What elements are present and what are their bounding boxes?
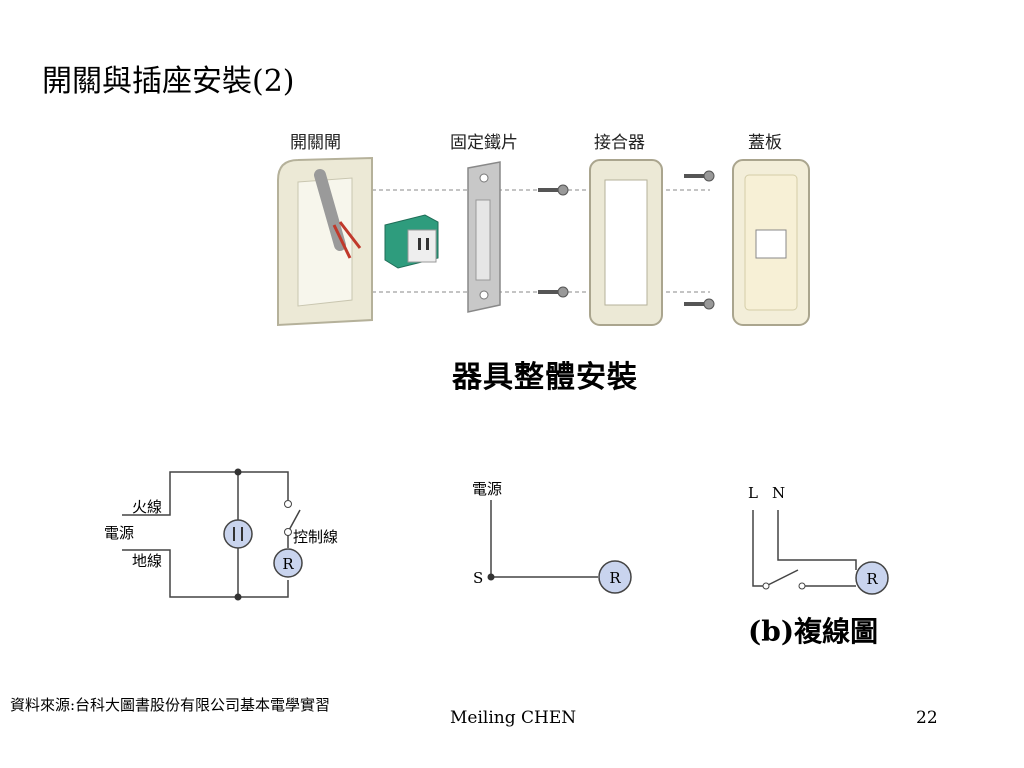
- lamp-symbol-right: [855, 561, 889, 595]
- lamp-symbol-middle: [598, 560, 632, 594]
- author-footer: Meiling CHEN: [450, 708, 577, 728]
- source-label-middle: 電源: [472, 480, 502, 498]
- lamp-label-left: R: [282, 555, 294, 573]
- outlet-module: [384, 214, 439, 269]
- lamp-label-right: R: [866, 570, 878, 588]
- outlet-symbol: [223, 519, 253, 549]
- slide-title: 開關與插座安裝(2): [42, 64, 295, 99]
- multiline-diagram-caption: (b)複線圖: [748, 615, 879, 648]
- wiring-diagram-right: L N R: [748, 484, 889, 595]
- wiring-diagram-middle: 電源 S R: [472, 480, 632, 594]
- part-label-adapter: 接合器: [594, 133, 645, 153]
- page-number: 22: [916, 708, 938, 728]
- n-label: N: [772, 484, 785, 502]
- lamp-symbol-left: [273, 548, 303, 578]
- part-label-mounting-plate: 固定鐵片: [450, 133, 518, 153]
- hot-wire-label: 火線: [132, 498, 162, 516]
- ground-wire-label: 地線: [132, 552, 162, 570]
- part-label-cover-plate: 蓋板: [748, 133, 782, 153]
- switch-box: [277, 156, 373, 327]
- assembly-caption: 器具整體安裝: [452, 360, 638, 395]
- l-label: L: [748, 484, 758, 502]
- source-credit: 資料來源:台科大圖書股份有限公司基本電學實習: [10, 696, 331, 714]
- screws: [538, 170, 715, 310]
- switch-label-middle: S: [473, 569, 483, 587]
- lamp-label-middle: R: [609, 569, 621, 587]
- control-wire-label: 控制線: [293, 528, 338, 546]
- source-label-left: 電源: [104, 524, 134, 542]
- part-label-switch-box: 開關閘: [290, 133, 341, 153]
- adapter-frame: [589, 159, 663, 326]
- mounting-plate: [467, 161, 501, 313]
- assembly-illustration: [277, 156, 810, 327]
- wiring-diagram-left: R 火線 電源 地線 控制線: [104, 468, 338, 601]
- cover-plate: [732, 159, 810, 326]
